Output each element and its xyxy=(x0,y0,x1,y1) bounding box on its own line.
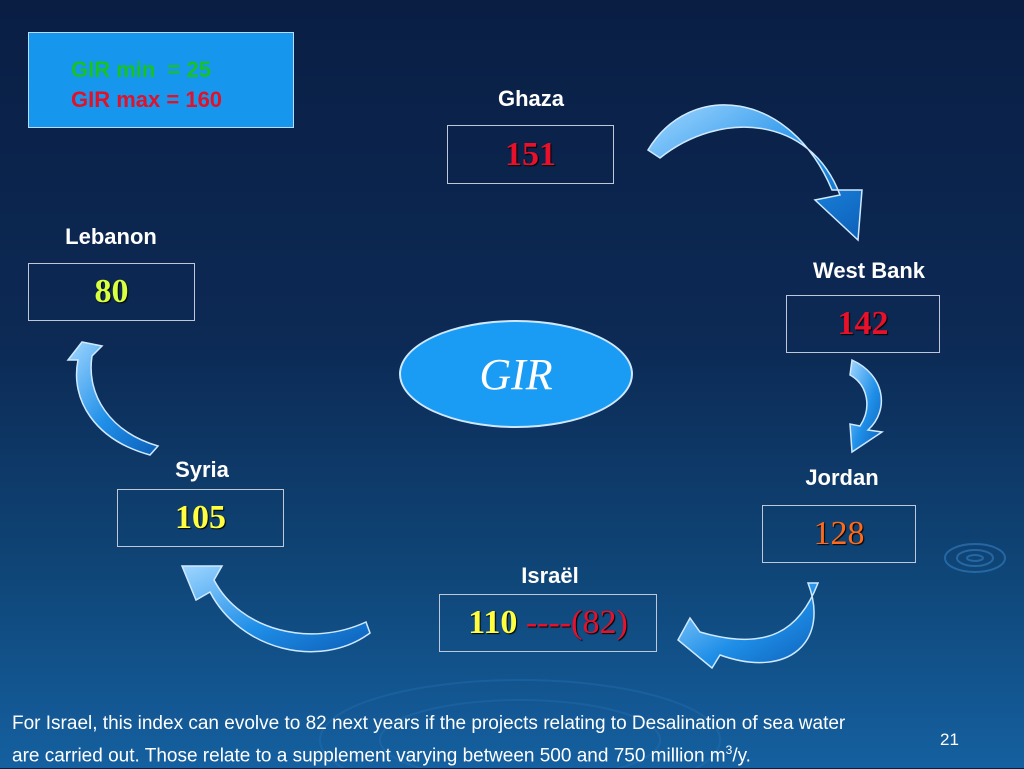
syria-value-box: 105 xyxy=(117,489,284,547)
footnote: For Israel, this index can evolve to 82 … xyxy=(12,710,1020,769)
footnote-line2-suffix: /y. xyxy=(732,745,751,767)
footnote-superscript: 3 xyxy=(725,743,733,757)
footnote-line1: For Israel, this index can evolve to 82 … xyxy=(12,713,846,734)
legend-max: GIR max = 160 xyxy=(71,87,223,112)
west-bank-value-box: 142 xyxy=(786,295,940,353)
lebanon-value: 80 xyxy=(94,273,129,310)
legend-min: GIR min = 25 xyxy=(71,57,211,82)
page-number: 21 xyxy=(940,730,959,749)
israel-projected-value: ----(82) xyxy=(517,604,628,641)
footnote-line2: are carried out. Those relate to a suppl… xyxy=(12,737,1020,769)
arrow-israel-to-syria xyxy=(180,565,371,653)
footnote-line2-text: are carried out. Those relate to a suppl… xyxy=(12,745,726,767)
arrow-syria-to-lebanon xyxy=(66,341,160,456)
arrow-ghaza-to-westbank xyxy=(646,104,863,242)
syria-label: Syria xyxy=(175,457,229,482)
west-bank-label: West Bank xyxy=(812,258,926,283)
lebanon-value-box: 80 xyxy=(28,263,195,321)
arrow-jordan-to-israel xyxy=(677,582,820,670)
jordan-value: 128 xyxy=(813,515,865,552)
israel-label: Israël xyxy=(521,563,579,588)
israel-value-box: 110 ----(82) xyxy=(439,594,657,652)
ghaza-value-box: 151 xyxy=(447,125,614,184)
lebanon-label: Lebanon xyxy=(65,224,157,249)
israel-value: 110 xyxy=(468,604,518,641)
ghaza-value: 151 xyxy=(505,135,556,173)
gir-center-ellipse: GIR xyxy=(399,320,633,428)
syria-value: 105 xyxy=(175,499,226,536)
west-bank-value: 142 xyxy=(837,305,889,342)
legend-box: GIR min = 25 GIR max = 160 xyxy=(28,32,294,128)
ghaza-label: Ghaza xyxy=(497,86,565,111)
gir-center-label: GIR xyxy=(479,349,553,399)
arrow-westbank-to-jordan xyxy=(849,358,885,454)
jordan-label: Jordan xyxy=(805,465,879,490)
jordan-value-box: 128 xyxy=(762,505,916,563)
